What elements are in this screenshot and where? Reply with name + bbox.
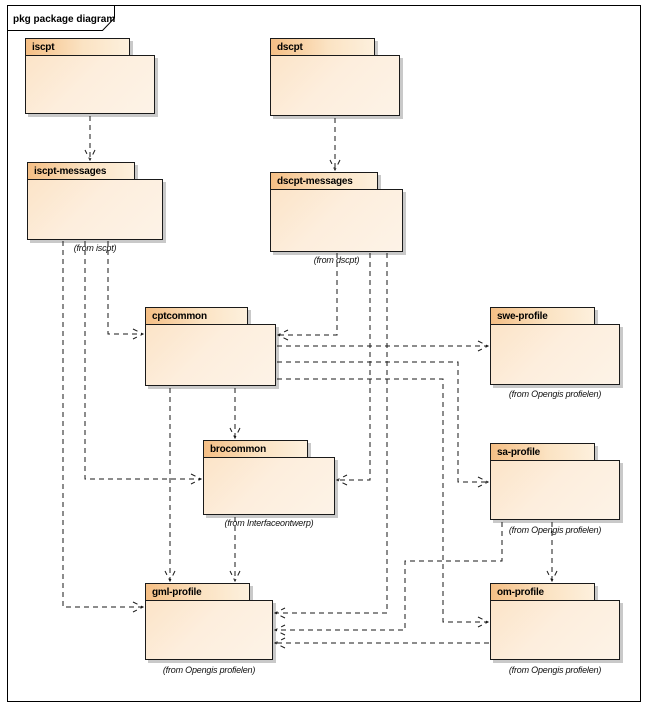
package-body	[203, 457, 335, 515]
package-cptcommon[interactable]: cptcommon	[145, 307, 276, 386]
package-name: om-profile	[497, 586, 544, 598]
package-tab: om-profile	[490, 583, 595, 601]
package-tab: iscpt-messages	[27, 162, 135, 180]
package-from-label: (from Opengis profielen)	[508, 525, 602, 535]
package-iscpt[interactable]: iscpt	[25, 38, 155, 114]
package-dscpt-messages[interactable]: dscpt-messages	[270, 172, 403, 252]
package-tab: dscpt-messages	[270, 172, 378, 190]
package-name: sa-profile	[497, 446, 541, 458]
package-from-label: (from dscpt)	[313, 255, 360, 265]
package-name: dscpt	[277, 41, 303, 53]
package-tab: sa-profile	[490, 443, 595, 461]
package-dscpt[interactable]: dscpt	[270, 38, 400, 116]
package-name: iscpt	[32, 41, 55, 53]
package-from-label: (from Opengis profielen)	[508, 665, 602, 675]
package-name: dscpt-messages	[277, 175, 353, 187]
package-gml-profile[interactable]: gml-profile	[145, 583, 273, 660]
package-brocommon[interactable]: brocommon	[203, 440, 335, 515]
package-tab: iscpt	[25, 38, 130, 56]
package-from-label: (from Interfaceontwerp)	[224, 518, 314, 528]
package-name: gml-profile	[152, 586, 202, 598]
package-tab: dscpt	[270, 38, 375, 56]
package-name: cptcommon	[152, 310, 207, 322]
diagram-frame	[7, 5, 641, 702]
package-body	[270, 189, 403, 252]
package-name: brocommon	[210, 443, 266, 455]
package-om-profile[interactable]: om-profile	[490, 583, 620, 660]
package-body	[145, 324, 276, 386]
package-body	[27, 179, 163, 240]
package-tab: swe-profile	[490, 307, 595, 325]
package-body	[490, 324, 620, 385]
package-body	[490, 460, 620, 520]
package-sa-profile[interactable]: sa-profile	[490, 443, 620, 520]
frame-label-tab: pkg package diagram	[7, 5, 115, 31]
package-from-label: (from Opengis profielen)	[508, 389, 602, 399]
package-tab: brocommon	[203, 440, 308, 458]
package-body	[270, 55, 400, 116]
package-from-label: (from Opengis profielen)	[162, 665, 256, 675]
package-name: iscpt-messages	[34, 165, 107, 177]
package-tab: cptcommon	[145, 307, 248, 325]
frame-label: pkg package diagram	[13, 14, 115, 25]
package-swe-profile[interactable]: swe-profile	[490, 307, 620, 385]
package-iscpt-messages[interactable]: iscpt-messages	[27, 162, 163, 240]
package-from-label: (from iscpt)	[73, 243, 117, 253]
package-body	[490, 600, 620, 660]
package-body	[145, 600, 273, 660]
package-body	[25, 55, 155, 114]
package-tab: gml-profile	[145, 583, 250, 601]
package-name: swe-profile	[497, 310, 548, 322]
frame-tab-shape	[7, 5, 115, 31]
